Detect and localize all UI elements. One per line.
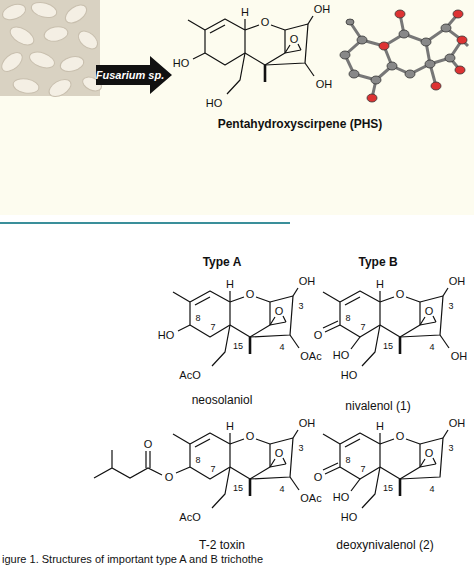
compound-name: nivalenol (1): [345, 400, 410, 412]
atom-label: O: [314, 472, 323, 483]
atom-label: AcO: [179, 512, 200, 523]
atom-label: O: [425, 448, 434, 459]
compound-name: T-2 toxin: [199, 539, 245, 551]
atom-label: HO: [341, 512, 358, 523]
nivalenol-structure: [323, 288, 449, 366]
atom-label: HO: [206, 98, 223, 109]
position-number: 8: [195, 456, 200, 465]
atom-label: O: [246, 289, 255, 300]
atom-label: O: [275, 448, 284, 459]
position-number: 15: [383, 484, 393, 493]
position-number: 4: [279, 343, 284, 352]
compound-name: neosolaniol: [192, 394, 253, 406]
atom-label: HO: [333, 492, 350, 503]
position-number: 4: [279, 485, 284, 494]
figure-caption: igure 1. Structures of important type A …: [2, 553, 263, 565]
fungus-name: Fusarium sp.: [96, 70, 164, 81]
atom-label: OH: [316, 79, 333, 90]
type-heading: Type A: [203, 256, 242, 268]
position-number: 3: [298, 444, 303, 453]
position-number: 4: [429, 343, 434, 352]
position-number: 15: [383, 342, 393, 351]
neosolaniol-structure: [173, 288, 299, 366]
atom-label: OH: [449, 276, 466, 287]
atom-label: O: [425, 306, 434, 317]
atom-label: H: [226, 421, 234, 432]
position-number: 3: [448, 444, 453, 453]
atom-label: OH: [314, 4, 331, 15]
xray-atoms: [340, 10, 467, 102]
position-number: 7: [360, 323, 365, 332]
don-structure: [323, 430, 448, 508]
atom-label: O: [396, 431, 405, 442]
position-number: 8: [345, 456, 350, 465]
atom-label: HO: [158, 330, 175, 341]
xray-structure: [345, 14, 468, 98]
phs-structure: [188, 16, 314, 94]
atom-label: H: [226, 279, 234, 290]
t2-structure: [94, 430, 299, 508]
atom-label: O: [275, 306, 284, 317]
atom-label: HO: [341, 370, 358, 381]
atom-label: O: [314, 330, 323, 341]
compound-name: Pentahydroxyscirpene (PHS): [218, 118, 383, 130]
atom-label: O: [290, 34, 299, 45]
atom-label: O: [261, 17, 270, 28]
position-number: 15: [233, 342, 243, 351]
atom-label: O: [144, 439, 153, 450]
atom-label: AcO: [179, 370, 200, 381]
atom-label: OAc: [300, 351, 321, 362]
atom-label: OH: [449, 418, 466, 429]
atom-label: H: [241, 7, 249, 18]
atom-label: O: [246, 431, 255, 442]
atom-label: OH: [299, 418, 316, 429]
atom-label: OAc: [300, 493, 321, 504]
position-number: 8: [345, 314, 350, 323]
atom-label: HO: [333, 350, 350, 361]
atom-label: OH: [299, 276, 316, 287]
position-number: 4: [429, 485, 434, 494]
atom-label: O: [165, 472, 174, 483]
rice-photo: [0, 0, 104, 100]
compound-name: deoxynivalenol (2): [336, 539, 433, 551]
position-number: 7: [210, 465, 215, 474]
atom-label: HO: [173, 58, 190, 69]
position-number: 3: [298, 302, 303, 311]
position-number: 7: [360, 465, 365, 474]
atom-label: OH: [451, 351, 468, 362]
position-number: 8: [195, 314, 200, 323]
atom-label: H: [376, 421, 384, 432]
type-heading: Type B: [358, 256, 397, 268]
process-arrow: [96, 56, 172, 94]
atom-label: O: [396, 289, 405, 300]
position-number: 15: [233, 484, 243, 493]
position-number: 7: [210, 323, 215, 332]
position-number: 3: [448, 302, 453, 311]
atom-label: H: [376, 279, 384, 290]
